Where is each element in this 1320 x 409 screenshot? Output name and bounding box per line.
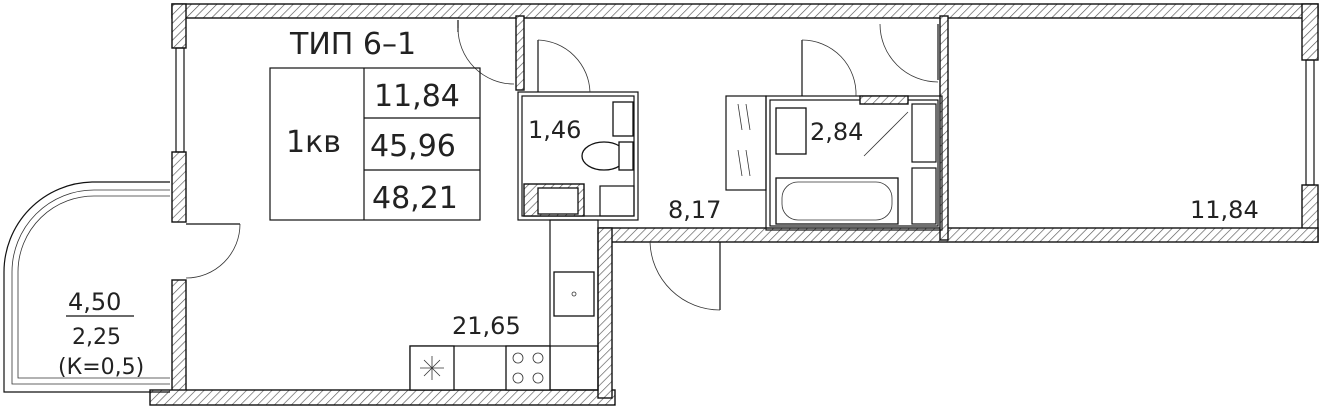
balcony-outer xyxy=(3,181,170,393)
summary-area-with-balcony: 48,21 xyxy=(372,181,458,216)
door-balcony-swing xyxy=(185,223,241,279)
stove-icon xyxy=(505,345,551,391)
wall-kitchen-right xyxy=(597,227,613,399)
wall-left-mid xyxy=(171,151,187,223)
room-area-kitchen-living: 21,65 xyxy=(452,312,521,340)
small-bathroom xyxy=(517,91,639,221)
apartment-label: 1кв xyxy=(286,125,341,160)
burner-icon-1 xyxy=(512,352,524,364)
door-bedroom-swing xyxy=(879,23,939,83)
balcony-inner xyxy=(11,189,170,385)
toilet-tank-icon xyxy=(618,141,634,171)
wardrobe-mark-4 xyxy=(745,149,751,177)
bathroom-inner xyxy=(769,99,939,227)
room-area-bathroom: 2,84 xyxy=(810,118,863,146)
wardrobe-mark-3 xyxy=(737,149,743,177)
small-bathroom-cabinet xyxy=(599,185,635,217)
wall-right-upper xyxy=(1301,3,1319,61)
wardrobe-mark-1 xyxy=(737,103,743,131)
bathroom-cabinet xyxy=(911,167,937,225)
wall-partition-1 xyxy=(515,15,525,91)
balcony-reduced-area: 2,25 xyxy=(72,325,121,350)
wardrobe-mark-2 xyxy=(745,103,751,131)
wall-left-upper xyxy=(171,3,187,49)
wardrobe xyxy=(725,95,767,191)
summary-table xyxy=(269,67,481,221)
room-area-small-bathroom: 1,46 xyxy=(528,116,581,144)
snowflake-icon xyxy=(420,356,444,380)
plan-type-label: ТИП 6–1 xyxy=(289,27,416,62)
balcony xyxy=(3,181,170,393)
balcony-coefficient: (К=0,5) xyxy=(58,355,144,380)
wall-corridor-bottom xyxy=(599,227,1319,243)
kitchen-sink-drain xyxy=(571,291,577,297)
balcony-inner-2 xyxy=(17,195,170,379)
burner-icon-4 xyxy=(532,372,544,384)
balcony-area: 4,50 xyxy=(68,288,121,316)
wardrobe-outline xyxy=(725,95,767,191)
sink-icon xyxy=(775,107,807,155)
wall-left-lower xyxy=(171,279,187,396)
bathtub-inner xyxy=(781,181,893,221)
window-right xyxy=(1305,59,1315,186)
wall-top xyxy=(171,3,1319,19)
window-left xyxy=(175,47,185,153)
shaft-inner-box xyxy=(537,187,579,215)
summary-area-living: 11,84 xyxy=(374,79,460,114)
door-living-swing xyxy=(457,27,515,85)
summary-table-outline xyxy=(269,67,481,221)
doors xyxy=(185,20,939,311)
door-bath-swing xyxy=(801,39,857,97)
laundry-diagonal xyxy=(863,111,909,157)
windows xyxy=(175,47,1315,186)
door-smallbath-swing xyxy=(537,39,591,93)
room-area-corridor: 8,17 xyxy=(668,196,721,224)
burner-icon-3 xyxy=(512,372,524,384)
small-sink-icon xyxy=(612,101,634,137)
wall-bottom xyxy=(149,389,616,406)
kitchen-sink-icon xyxy=(553,271,595,317)
fridge-icon xyxy=(409,345,455,391)
bathroom xyxy=(765,95,943,231)
burner-icon-2 xyxy=(532,352,544,364)
wall-partition-2 xyxy=(939,15,949,241)
bathroom-shaft xyxy=(859,95,909,105)
kitchen xyxy=(409,219,599,391)
room-area-bedroom: 11,84 xyxy=(1190,196,1259,224)
summary-area-total: 45,96 xyxy=(370,129,456,164)
door-entrance-swing xyxy=(649,241,721,311)
bathtub-icon xyxy=(775,177,899,225)
bathroom-shelf xyxy=(911,103,937,163)
walls xyxy=(149,3,1319,406)
